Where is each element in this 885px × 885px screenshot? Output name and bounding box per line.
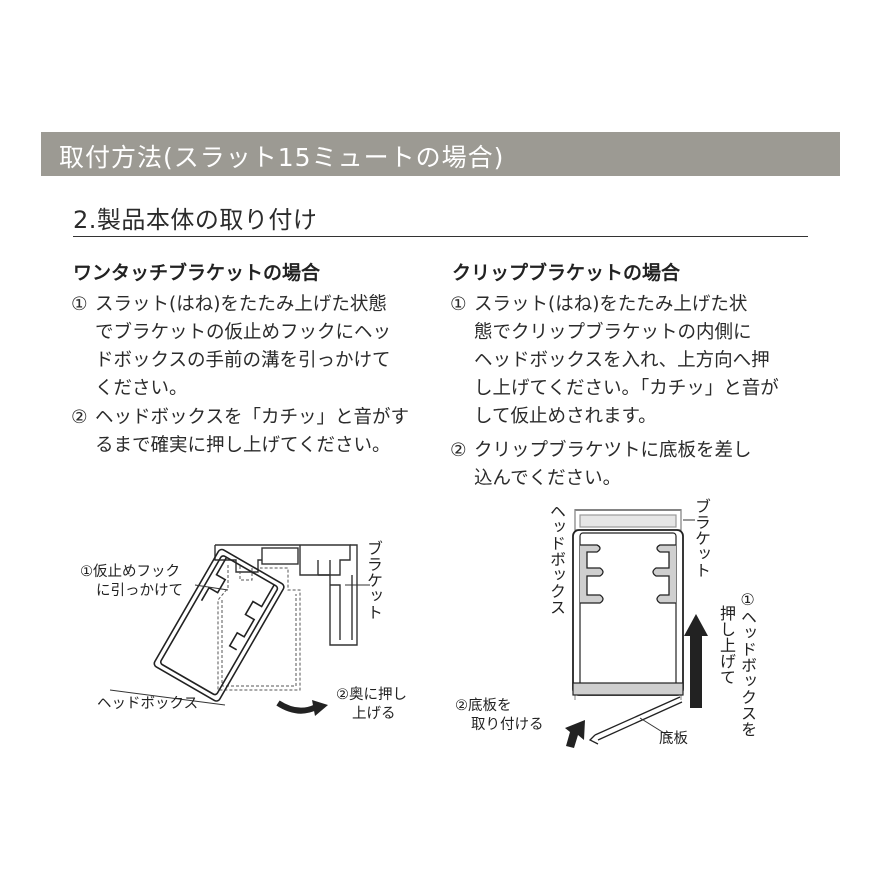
right-step-2: ② クリップブラケツトに底板を差し 込んでください。 <box>450 437 752 493</box>
left-step-2: ② ヘッドボックスを「カチッ」と音がす るまで確実に押し上げてください。 <box>71 404 409 460</box>
step-text: スラット(はね)をたたみ上げた状 <box>474 294 748 315</box>
step-text: ヘッドボックスを入れ、上方向へ押 <box>474 350 770 371</box>
push-arrow-icon <box>276 700 328 716</box>
push-up-label-2: 押し上げて <box>717 605 736 685</box>
attach-label-line: 取り付ける <box>471 717 544 733</box>
left-step-1: ① スラット(はね)をたたみ上げた状態 でブラケットの仮止めフックにヘッ ドボック… <box>71 291 391 403</box>
bottom-board-illustration <box>588 696 683 745</box>
bracket-illustration <box>214 544 358 646</box>
step-text: 込んでください。 <box>474 468 622 489</box>
bottom-board-label: 底板 <box>659 731 688 747</box>
push-label-line: 上げる <box>352 706 396 722</box>
step-text: し上げてください。「カチッ」と音が <box>474 378 779 399</box>
right-column-title: クリップブラケットの場合 <box>452 262 681 284</box>
section-divider <box>73 236 808 237</box>
right-bracket-label: ブラケット <box>692 498 711 578</box>
step-text: るまで確実に押し上げてください。 <box>95 435 391 456</box>
step-number: ① <box>71 294 88 315</box>
hook-label-line: に引っかけて <box>96 583 183 599</box>
headbox-body-illustration <box>572 529 684 696</box>
left-headbox-label: ヘッドボックス <box>97 696 199 712</box>
step-text: 態でクリップブラケットの内側に <box>474 322 752 343</box>
right-headbox-label: ヘッドボックス <box>547 503 566 615</box>
push-label: ②奥に押し 上げる <box>336 686 407 724</box>
header-bar: 取付方法(スラット15ミュートの場合) <box>41 132 840 176</box>
step-text: スラット(はね)をたたみ上げた状態 <box>95 294 387 315</box>
step-number: ① <box>450 294 467 315</box>
hook-leader-line <box>194 584 229 591</box>
header-title: 取付方法(スラット15ミュートの場合) <box>59 143 505 172</box>
left-bracket-label: ブラケット <box>364 540 383 620</box>
up-arrow-icon <box>684 614 708 708</box>
step-text: ください。 <box>95 378 188 399</box>
step-text: ドボックスの手前の溝を引っかけて <box>95 350 391 371</box>
push-label-line: ②奥に押し <box>336 687 407 703</box>
left-column-title: ワンタッチブラケットの場合 <box>73 262 321 284</box>
right-step-1: ① スラット(はね)をたたみ上げた状 態でクリップブラケットの内側に ヘッドボック… <box>450 291 779 431</box>
attach-label: ②底板を 取り付ける <box>455 697 544 735</box>
headbox-illustration <box>153 548 285 702</box>
step-text: でブラケットの仮止めフックにヘッ <box>95 322 392 343</box>
headbox-leader-line <box>109 689 226 706</box>
push-up-label-1: ①ヘッドボックスを <box>738 590 757 737</box>
step-text: ヘッドボックスを「カチッ」と音がす <box>95 407 409 428</box>
hook-label-line: ①仮止めフック <box>80 564 180 580</box>
step-number: ② <box>450 440 467 461</box>
attach-label-line: ②底板を <box>455 698 512 714</box>
step-text: して仮止めされます。 <box>474 406 657 427</box>
insert-arrow-icon <box>565 720 585 748</box>
step-text: クリップブラケツトに底板を差し <box>474 440 752 461</box>
bottom-board-leader-line <box>639 717 673 739</box>
step-number: ② <box>71 407 88 428</box>
section-title: 2.製品本体の取り付け <box>73 206 318 234</box>
hook-label: ①仮止めフック に引っかけて <box>80 563 183 601</box>
